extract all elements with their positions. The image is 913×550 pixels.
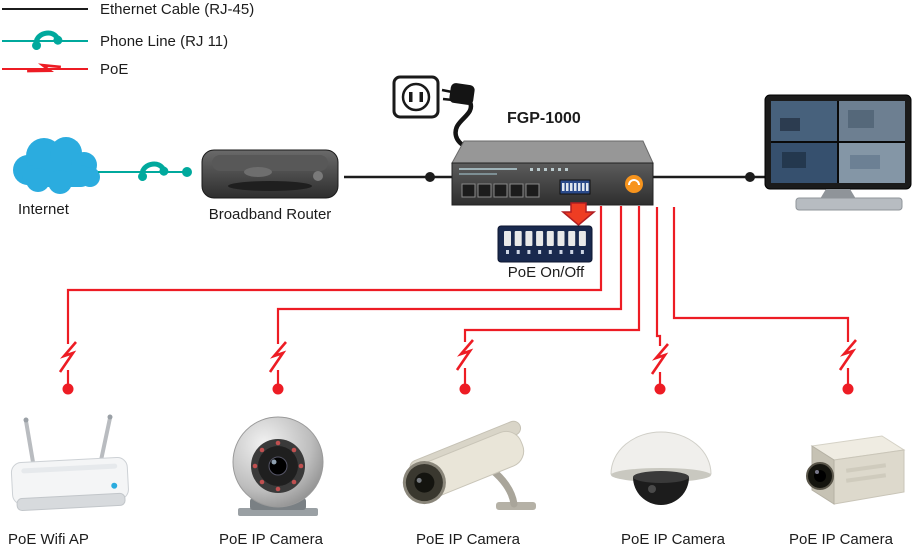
legend-swatches — [2, 8, 88, 86]
device-label-camera-2: PoE IP Camera — [416, 531, 520, 548]
brand-logo-icon — [625, 175, 643, 193]
power-outlet-icon — [392, 75, 440, 119]
switch-model-label: FGP-1000 — [507, 110, 581, 127]
poe-onoff-arrow-icon — [560, 202, 597, 226]
legend-label-poe: PoE — [100, 61, 129, 78]
internet-cloud — [13, 137, 100, 194]
poe-bolt-gaps — [65, 342, 851, 372]
poe-dome-camera-image — [610, 431, 712, 505]
poe-wiring — [66, 206, 850, 385]
poe-wifi-ap-image — [10, 414, 129, 512]
poe-endpoint-dots — [62, 383, 854, 395]
device-label-camera-4: PoE IP Camera — [789, 531, 893, 548]
poe-bolt-icons — [58, 338, 858, 376]
ethernet-switch-to-monitor — [653, 172, 772, 182]
phone-connection — [98, 161, 192, 182]
monitor-image — [764, 94, 912, 211]
fgp-1000-switch-image — [451, 140, 654, 206]
poe-box-camera-image — [806, 435, 906, 505]
legend-label-ethernet: Ethernet Cable (RJ-45) — [100, 1, 255, 18]
dip-switch-image — [497, 225, 593, 263]
poe-onoff-label: PoE On/Off — [507, 264, 585, 281]
internet-label: Internet — [18, 201, 69, 218]
ethernet-router-to-switch — [344, 172, 452, 182]
poe-ptz-camera-image — [232, 416, 324, 516]
switch-ports — [461, 183, 540, 198]
poe-bullet-camera-image — [402, 420, 536, 510]
device-label-wifi-ap: PoE Wifi AP — [8, 531, 89, 548]
legend-label-phone: Phone Line (RJ 11) — [100, 33, 229, 50]
device-label-camera-1: PoE IP Camera — [219, 531, 323, 548]
broadband-router-image — [201, 149, 339, 199]
device-label-camera-3: PoE IP Camera — [621, 531, 725, 548]
broadband-router-label: Broadband Router — [208, 206, 332, 223]
